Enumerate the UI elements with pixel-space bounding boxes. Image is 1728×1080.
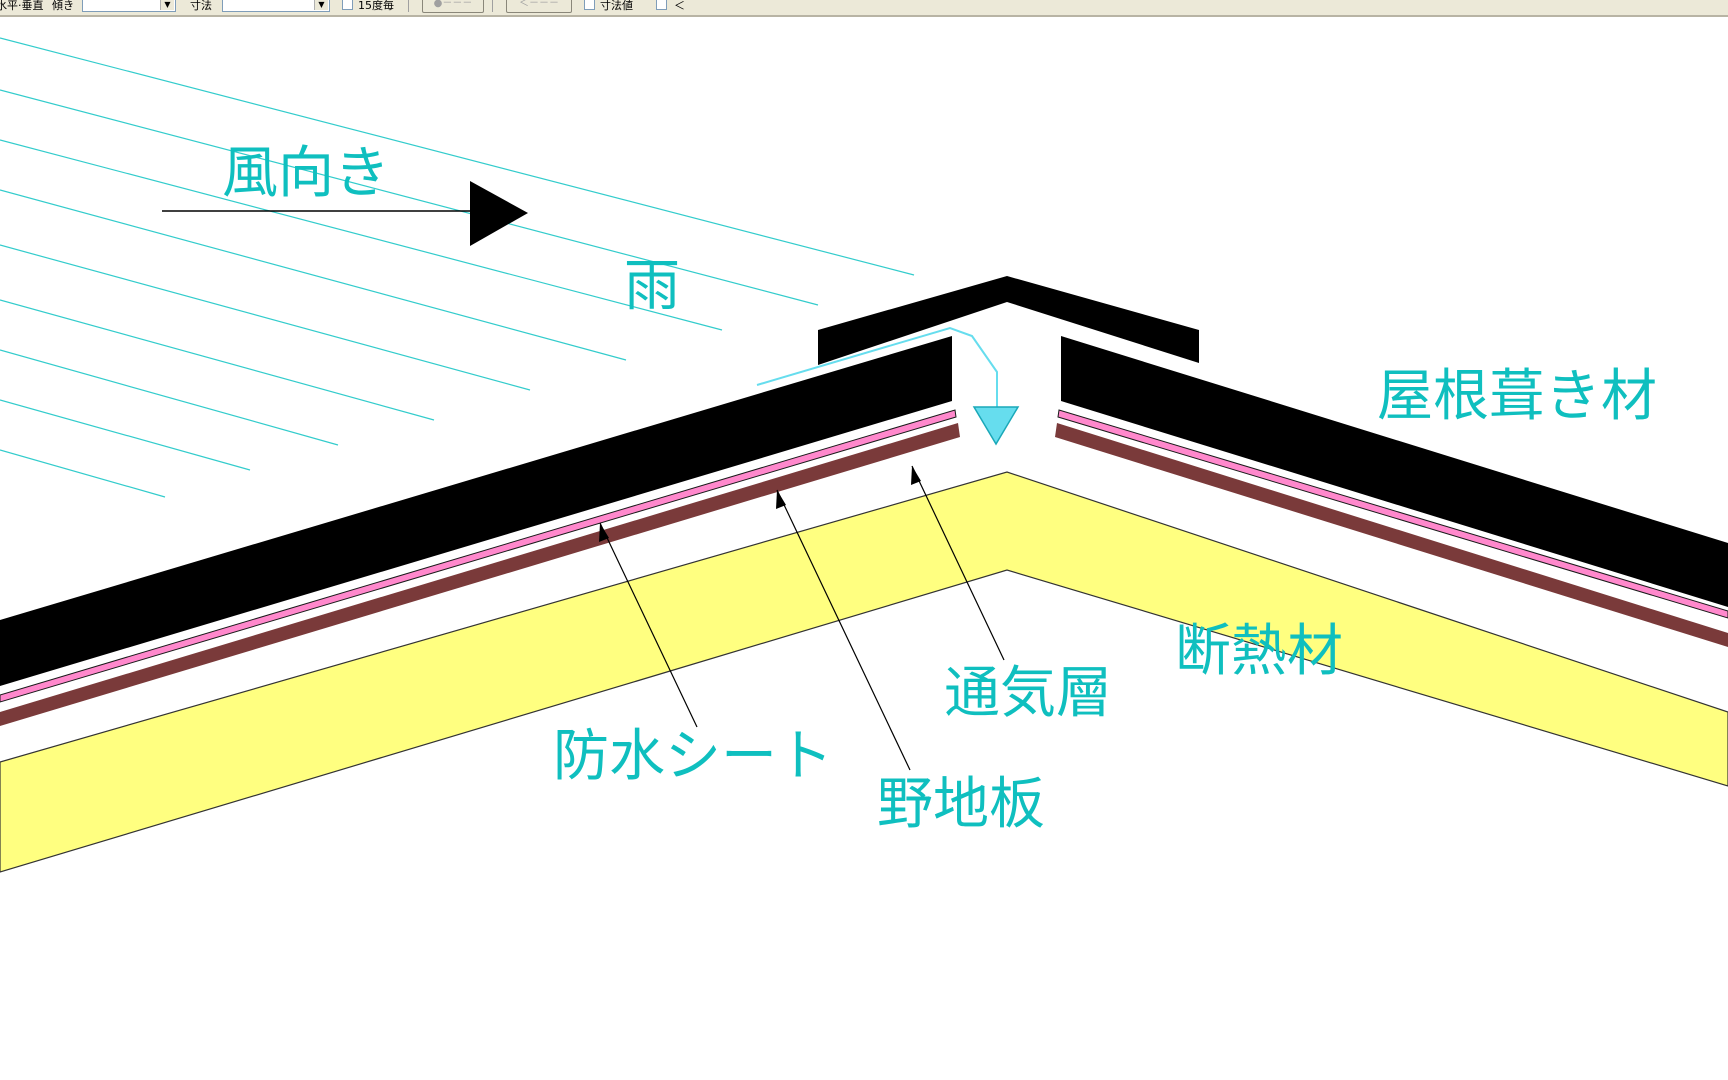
checkbox-15deg[interactable] <box>342 0 353 10</box>
roofing-panel-right <box>1061 336 1728 607</box>
line-style-button-a[interactable]: ●－－－ <box>422 0 484 13</box>
dimension-label: 寸法 <box>190 0 212 12</box>
label-waterproof-sheet: 防水シート <box>553 724 833 789</box>
toolbar-divider <box>492 0 493 12</box>
label-insulation: 断熱材 <box>1175 619 1343 684</box>
tilt-combo[interactable]: ▼ <box>82 0 176 12</box>
water-flow-path <box>756 326 998 412</box>
rain-line <box>0 449 166 498</box>
rain-line <box>0 89 819 306</box>
leader-waterproof-sheet <box>599 522 698 728</box>
label-wind-direction: 風向き <box>222 141 390 206</box>
chevron-down-icon[interactable]: ▼ <box>314 0 328 10</box>
rain-lines <box>0 37 915 498</box>
leader-sheathing-board <box>776 489 911 771</box>
rain-line <box>0 244 531 391</box>
rain-line <box>0 139 723 331</box>
ridge-cap <box>818 276 1199 365</box>
leader-ventilation-layer <box>911 465 1005 661</box>
chevron-down-icon[interactable]: ▼ <box>160 0 174 10</box>
checkbox-dimension-value[interactable] <box>584 0 595 10</box>
leader-arrowhead <box>776 490 786 509</box>
roofing-panel-left <box>0 336 952 686</box>
label-ventilation-layer: 通気層 <box>944 661 1112 726</box>
label-roofing-material: 屋根葺き材 <box>1377 364 1657 429</box>
waterproof-sheet-left <box>0 409 957 703</box>
leader-arrowhead <box>599 523 609 542</box>
wind-arrowhead <box>470 181 528 246</box>
label-sheathing-board: 野地板 <box>877 772 1045 837</box>
label-rain: 雨 <box>624 254 680 319</box>
rain-line <box>0 189 627 361</box>
insulation <box>0 471 1728 873</box>
dimension-combo[interactable]: ▼ <box>222 0 330 12</box>
rain-line <box>0 349 339 446</box>
checkbox-15deg-label: 15度毎 <box>358 0 394 12</box>
line-style-button-b[interactable]: ＜－－－ <box>506 0 572 13</box>
checkbox-extra[interactable] <box>656 0 667 10</box>
rain-line <box>0 37 915 276</box>
toolbar: 水平·垂直 傾き ▼ 寸法 ▼ 15度毎 ●－－－ ＜－－－ 寸法値 ＜ <box>0 0 1728 17</box>
roof-section-drawing: 風向き 雨 屋根葺き材 断熱材 通気層 防水シート 野地板 <box>0 37 1728 873</box>
sheathing-board-right <box>1055 423 1728 647</box>
rain-line <box>0 299 435 421</box>
checkbox-dimension-value-label: 寸法値 <box>600 0 633 12</box>
rain-line <box>0 399 251 471</box>
leader-lines <box>599 465 1005 771</box>
tilt-label: 傾き <box>52 0 74 12</box>
toolbar-divider <box>408 0 409 12</box>
waterproof-sheet-right <box>1057 409 1728 619</box>
leader-arrowhead <box>911 466 921 485</box>
sheathing-board-left <box>0 423 960 726</box>
water-drop-arrow <box>972 406 1020 446</box>
orientation-label: 水平·垂直 <box>0 0 44 12</box>
trailing-label: ＜ <box>674 0 685 12</box>
